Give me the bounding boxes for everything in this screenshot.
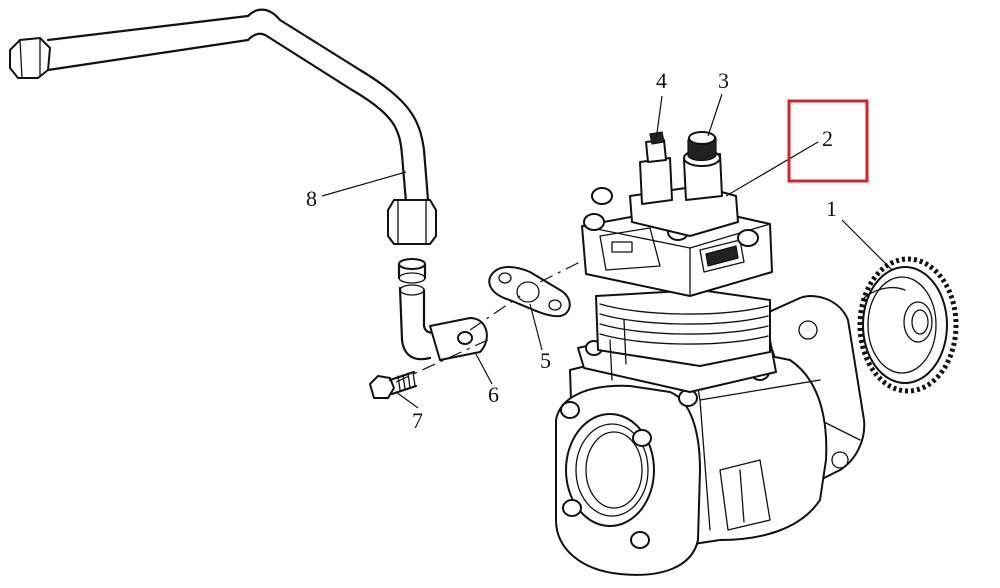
callout-8: 8 bbox=[306, 186, 317, 211]
part-6-elbow-fitting bbox=[398, 284, 488, 361]
callout-3: 3 bbox=[718, 68, 729, 93]
part-8-pipe bbox=[9, 8, 437, 284]
compressor-body bbox=[555, 131, 866, 576]
callout-labels: 4 3 2 1 8 5 6 7 bbox=[306, 68, 837, 433]
highlight-box-callout-2 bbox=[787, 99, 869, 183]
callout-2: 2 bbox=[822, 126, 833, 151]
callout-4: 4 bbox=[656, 68, 667, 93]
part-5-gasket bbox=[488, 266, 571, 318]
callout-6: 6 bbox=[488, 382, 499, 407]
callout-7: 7 bbox=[412, 408, 423, 433]
callout-5: 5 bbox=[540, 348, 551, 373]
part-1-gear bbox=[857, 256, 959, 394]
part-7-bolt bbox=[369, 370, 418, 399]
leader-lines bbox=[321, 93, 893, 409]
callout-1: 1 bbox=[826, 196, 837, 221]
